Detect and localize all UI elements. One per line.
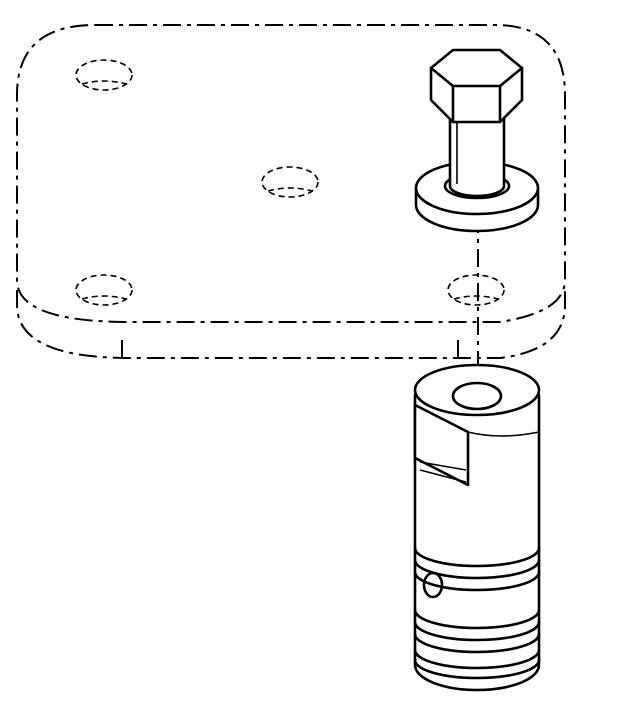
- hex-bolt: [429, 48, 524, 198]
- plate-hole: [75, 274, 133, 306]
- plate-hole: [447, 274, 505, 306]
- cylindrical-fitting: [413, 363, 541, 692]
- side-port-hole: [422, 571, 444, 599]
- plate-hole: [261, 166, 319, 198]
- plate-hole: [75, 59, 133, 91]
- mounting-plate: [16, 24, 566, 359]
